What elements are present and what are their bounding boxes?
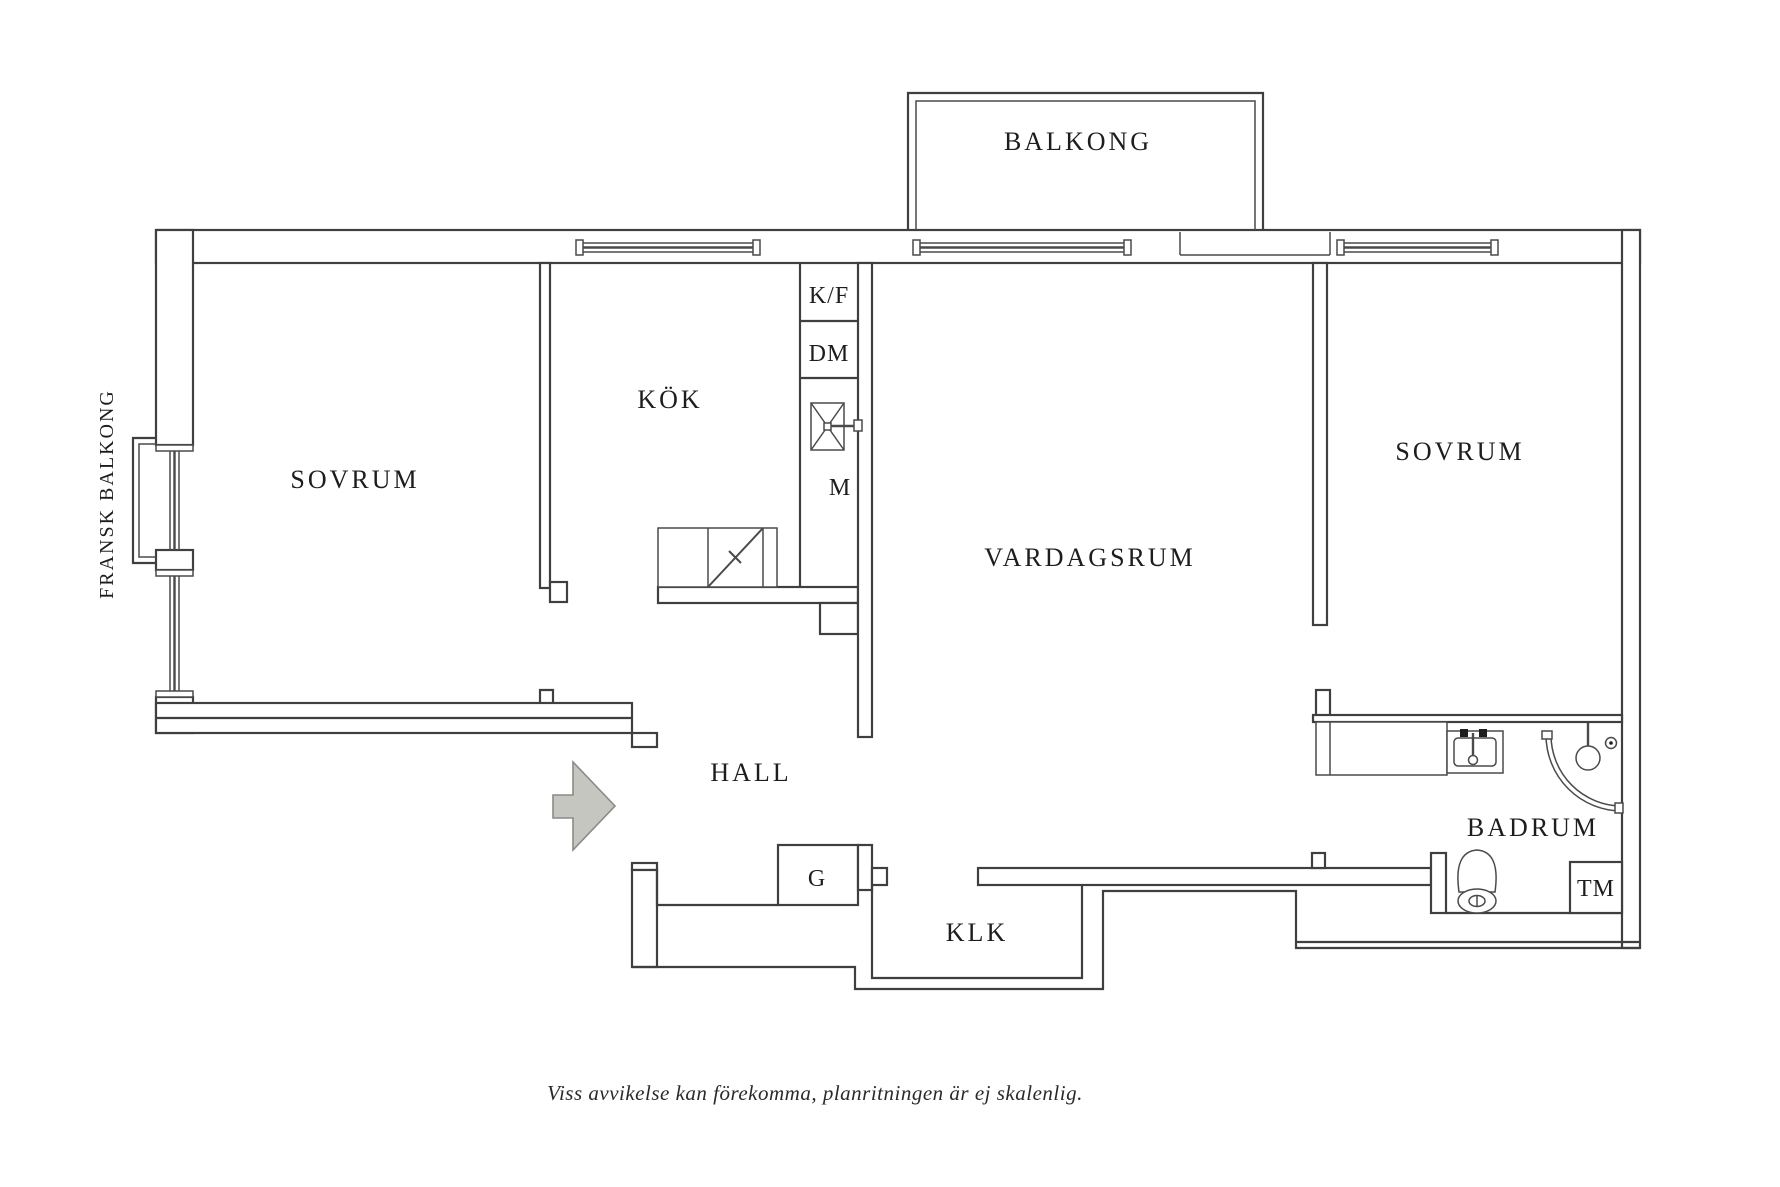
wall-kitchen-livingroom (856, 261, 874, 739)
wall-notch-hall-south (1310, 851, 1327, 870)
wall-bathroom-pier (1429, 851, 1448, 915)
kitchen-sink-icon (810, 402, 863, 451)
window-balcony-icon (912, 239, 1132, 256)
label-living-room: VARDAGSRUM (984, 543, 1196, 572)
wall-left-mullion (154, 548, 195, 572)
french-balcony-door-icon (155, 444, 194, 550)
balcony-door-icon (1179, 232, 1331, 256)
wall-right (1620, 228, 1642, 950)
label-fridge-freezer: K/F (809, 283, 849, 309)
french-balcony-inner-line (138, 443, 156, 558)
label-kitchen: KÖK (637, 385, 702, 414)
label-bedroom-right: SOVRUM (1395, 437, 1524, 466)
window-bedroom-right-icon (1336, 239, 1499, 256)
bathroom-fixtures (1315, 721, 1624, 915)
wall-bottom-outline (632, 889, 1640, 991)
label-washing-machine: TM (1577, 876, 1615, 902)
windows (155, 232, 1499, 698)
door-jamb-bedroom-right (1314, 688, 1332, 720)
door-jamb-bedroom-left (538, 688, 555, 703)
label-wardrobe: G (808, 866, 826, 892)
wall-hall-south (976, 866, 1433, 887)
french-balcony-outline (131, 436, 156, 565)
label-balcony: BALKONG (1004, 127, 1152, 156)
wall-bathroom-top (1311, 713, 1624, 724)
window-bedroom-left-icon (155, 569, 194, 698)
label-walk-in-closet: KLK (946, 918, 1008, 947)
disclaimer-text: Viss avvikelse kan förekomma, planritnin… (547, 1081, 1083, 1105)
wall-bedroom-kitchen (538, 261, 552, 590)
label-dishwasher: DM (809, 341, 850, 367)
balcony-outer-line (906, 91, 1265, 230)
label-hall: HALL (710, 758, 791, 787)
label-french-balcony: FRANSK BALKONG (96, 389, 118, 599)
room-labels: BALKONG FRANSK BALKONG SOVRUM KÖK K/F DM… (96, 127, 1615, 947)
kitchen-fixtures (657, 402, 863, 588)
wall-kitchen-step (818, 601, 860, 636)
vanity-counter-icon (1315, 721, 1448, 776)
balcony-inner-line (915, 100, 1256, 230)
door-jamb-kitchen (548, 580, 569, 604)
entry-door-jamb-top (630, 731, 659, 749)
klk-closet-outline (870, 885, 1084, 980)
wall-wardrobe-right (856, 843, 874, 892)
entry-arrow-icon (552, 760, 617, 852)
stove-counter-icon (657, 527, 778, 588)
window-kitchen-icon (575, 239, 761, 256)
label-micro: M (829, 475, 851, 501)
wall-kitchen-bottom (656, 585, 860, 605)
wall-entry-lower (630, 868, 659, 969)
wall-hall-southwest-inner (655, 870, 778, 907)
wall-livingroom-bedroom-right (1311, 261, 1329, 627)
shower-icon (1541, 723, 1624, 814)
balcony-outline (906, 91, 1265, 230)
bathroom-sink-icon (1446, 729, 1504, 774)
french-balcony-outer-line (131, 436, 156, 565)
label-bathroom: BADRUM (1467, 813, 1599, 842)
label-bedroom-left: SOVRUM (290, 465, 419, 494)
door-jamb-klk (870, 866, 889, 887)
toilet-icon (1457, 849, 1497, 914)
wall-left-upper (154, 228, 195, 447)
interior-walls (538, 261, 1624, 980)
washing-machine-box (1568, 860, 1624, 915)
